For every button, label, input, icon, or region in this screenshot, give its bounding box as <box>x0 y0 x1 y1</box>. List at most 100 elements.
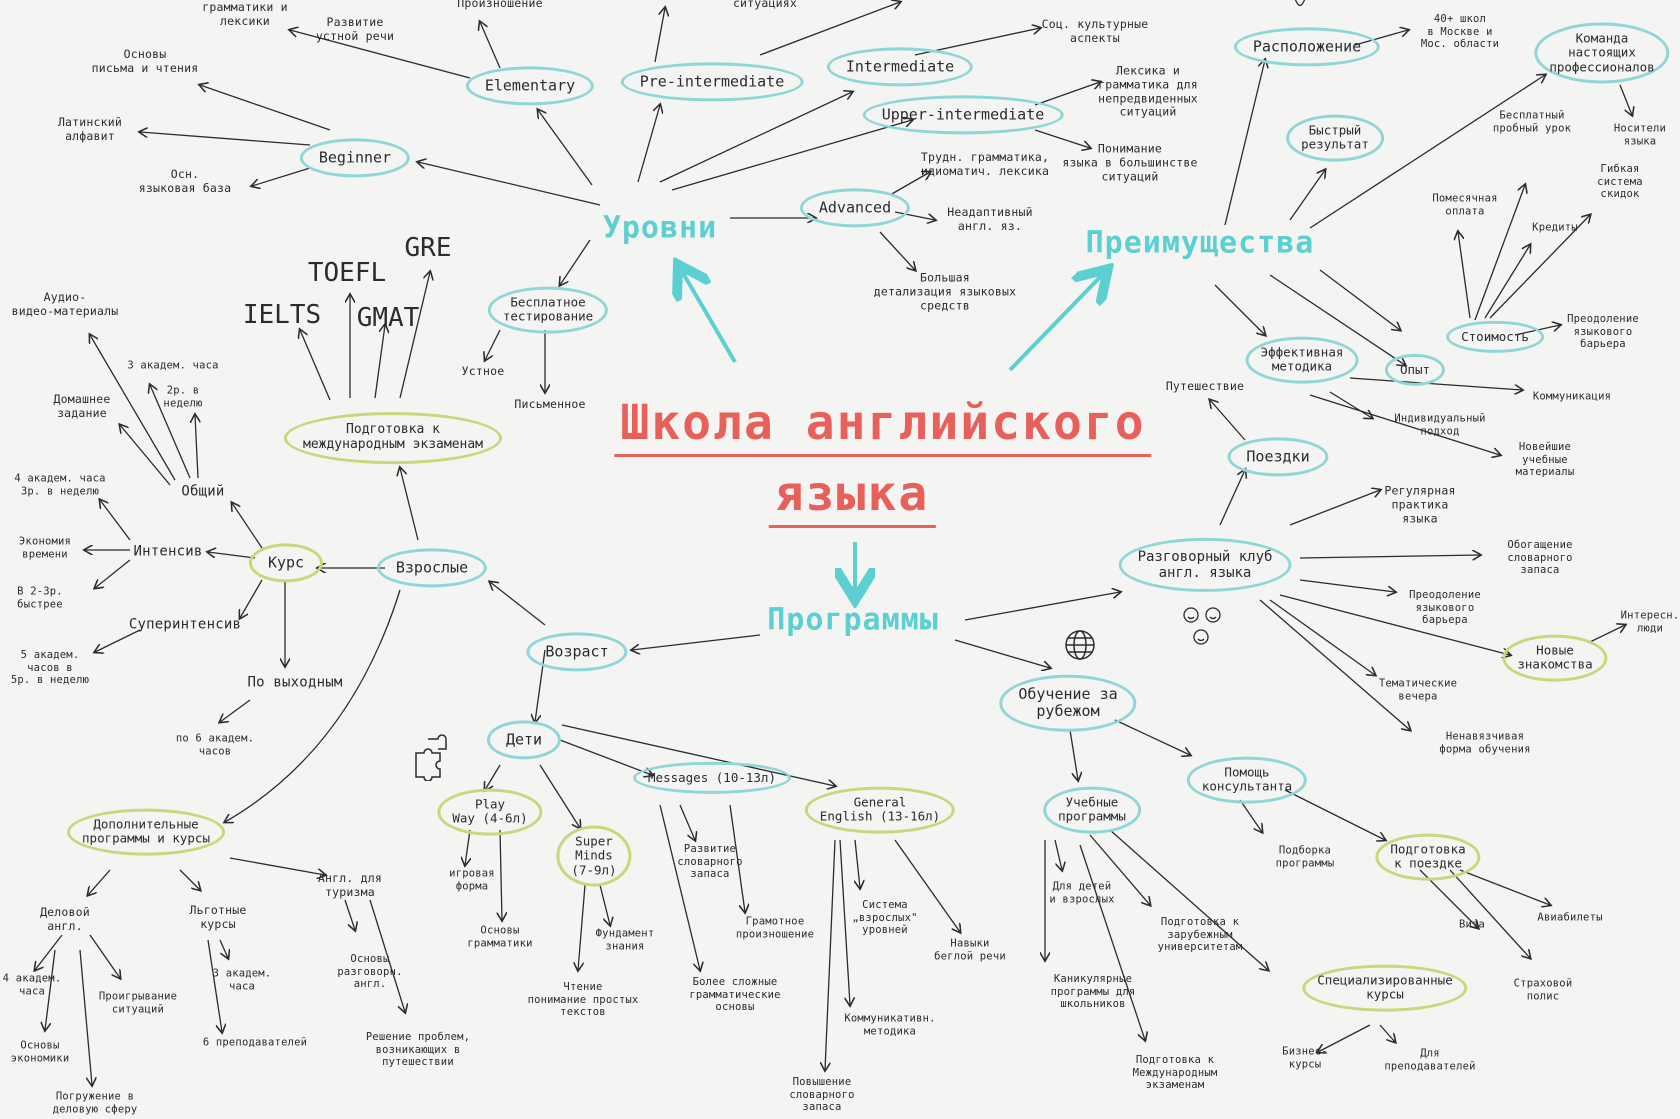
note-complex-grammar: Более сложные грамматические основы <box>689 976 781 1014</box>
note-three-h: 3 академ. часа <box>212 967 272 992</box>
note-homework: Домашнее задание <box>53 392 111 420</box>
note-econ: Основы экономики <box>10 1039 70 1064</box>
note-relaxed: Ненавязчивая форма обучения <box>1439 730 1531 755</box>
note-free-lesson: Бесплатный пробный урок <box>1492 109 1572 134</box>
node-exam-prep: Подготовка к международным экзаменам <box>283 412 503 464</box>
note-university: Подготовка к зарубежным университетам <box>1157 916 1243 954</box>
note-fluent: Навыки беглой речи <box>934 937 1006 962</box>
course-weekends: По выходным <box>247 674 343 691</box>
note-basics-rw: Основы письма и чтения <box>91 47 199 75</box>
note-base: Осн. языковая база <box>138 167 232 195</box>
note-interesting: Интересн. люди <box>1620 609 1680 634</box>
exam-ielts: IELTS <box>242 300 322 330</box>
note-pronunciation: Произношение <box>457 0 543 11</box>
node-course: Курс <box>248 543 324 583</box>
level-intermediate: Intermediate <box>826 47 974 87</box>
note-vacation: Каникулярные программы для школьников <box>1050 973 1136 1011</box>
hub-advantages: Преимущества <box>1085 225 1315 261</box>
node-club: Разговорный клуб англ. языка <box>1118 537 1292 593</box>
node-kids: Дети <box>486 720 562 760</box>
node-extra-programs: Дополнительные программы и курсы <box>67 808 225 856</box>
note-flexible: Гибкая система скидок <box>1597 163 1643 201</box>
note-faster: В 2-3р. быстрее <box>17 585 63 610</box>
note-six-teachers: 6 преподавателей <box>202 1036 308 1049</box>
adv-method: Эффективная методика <box>1245 336 1359 384</box>
note-detail: Большая детализация языковых средств <box>873 270 1017 312</box>
note-barrier2: Преодоление языкового барьера <box>1567 313 1639 351</box>
note-insurance: Страховой полис <box>1513 977 1573 1002</box>
note-vocab-grammar: Лексика и грамматика для непредвиденных … <box>1098 63 1198 119</box>
node-adults: Взрослые <box>376 548 488 588</box>
program-play-way: Play Way (4-6л) <box>437 788 543 836</box>
note-sociocultural: Соц. культурные аспекты <box>1041 17 1149 45</box>
note-conversational: Основы разговорн. англ. <box>337 953 403 991</box>
location-pin-icon <box>1292 0 1308 19</box>
free-test: Бесплатное тестирование <box>487 286 609 334</box>
level-pre-intermediate: Pre-intermediate <box>620 62 804 102</box>
note-twice-week: 2р. в неделю <box>163 384 203 409</box>
program-messages: Messages (10-13л) <box>633 761 791 795</box>
puzzle-icon <box>408 733 456 787</box>
note-five-hours: 5 академ. часов в 5р. в неделю <box>10 649 90 687</box>
note-grammar-basics: Основы грамматики <box>467 924 533 949</box>
node-study-abroad: Обучение за рубежом <box>999 674 1137 732</box>
note-kids-adults: Для детей и взрослых <box>1049 880 1115 905</box>
note-visa: Виза <box>1458 918 1486 931</box>
note-natives: Носители языка <box>1613 122 1667 147</box>
level-elementary: Elementary <box>465 66 595 106</box>
map-title-line2: языка <box>768 466 935 528</box>
note-monthly: Помесячная оплата <box>1432 192 1498 217</box>
node-age: Возраст <box>526 632 628 672</box>
adv-fast: Быстрый результат <box>1286 114 1384 162</box>
note-grammar-vocab: грамматики и лексики <box>202 0 288 28</box>
smiley-icon <box>1179 605 1227 655</box>
note-four-hours: 4 академ. часа 3р. в неделю <box>14 472 106 497</box>
note-intl-exams: Подготовка к Международным экзаменам <box>1132 1054 1218 1092</box>
note-credits: Кредиты <box>1532 221 1578 234</box>
note-program-select: Подборка программы <box>1275 844 1335 869</box>
level-upper-intermediate: Upper-intermediate <box>862 95 1064 135</box>
note-vocab-dev: Развитие словарного запаса <box>677 843 743 881</box>
exam-toefl: TOEFL <box>307 258 387 288</box>
program-super-minds: Super Minds (7-9л) <box>556 825 632 887</box>
course-super-intensive: Суперинтенсив <box>128 616 242 633</box>
note-system: Система „взрослых" уровней <box>852 899 918 937</box>
adv-experience: Опыт <box>1384 353 1446 387</box>
note-themed: Тематические вечера <box>1378 677 1458 702</box>
exam-gmat: GMAT <box>356 303 420 333</box>
extra-business: Деловой англ. <box>40 905 90 933</box>
note-understanding: Понимание языка в большинстве ситуаций <box>1062 141 1198 183</box>
map-title-line1: Школа английского <box>614 395 1152 457</box>
note-communication: Коммуникация <box>1532 390 1612 403</box>
note-enrich: Обогащение словарного запаса <box>1507 539 1573 577</box>
note-problems: Решение проблем, возникающих в путешеств… <box>365 1031 471 1069</box>
note-newest: Новейшие учебные материалы <box>1515 441 1575 479</box>
adv-team: Команда настоящих профессионалов <box>1534 22 1670 84</box>
node-study-programs: Учебные программы <box>1043 786 1141 834</box>
note-pronounce: Грамотное произношение <box>735 915 815 940</box>
note-hard-grammar: Трудн. грамматика, идиоматич. лексика <box>920 150 1050 178</box>
note-three-hours: 3 академ. часа <box>127 359 219 372</box>
program-general-english: General English (13-16л) <box>804 786 956 834</box>
note-written: Письменное <box>514 397 586 412</box>
course-general: Общий <box>181 483 225 500</box>
note-unadapted: Неадаптивный англ. яз. <box>947 205 1033 233</box>
note-reading: Чтение понимание простых текстов <box>527 981 639 1019</box>
note-four-hours-short: 4 академ. часа <box>2 972 62 997</box>
hub-levels: Уровни <box>602 210 718 246</box>
node-trips: Поездки <box>1227 437 1329 477</box>
adv-cost: Стоимость <box>1446 320 1544 354</box>
note-six-hours: по 6 академ. часов <box>175 732 255 757</box>
note-playing: Проигрывание ситуаций <box>98 990 178 1015</box>
level-advanced: Advanced <box>799 188 911 228</box>
node-consultant: Помощь консультанта <box>1186 756 1308 804</box>
note-oral: Устное <box>461 364 505 379</box>
note-tickets: Авиабилеты <box>1537 911 1603 924</box>
node-trip-prep: Подготовка к поездке <box>1375 833 1481 881</box>
note-situations: ситуациях <box>732 0 798 11</box>
note-barrier: Преодоление языкового барьера <box>1409 589 1481 627</box>
note-vocab-up: Повышение словарного запаса <box>789 1076 855 1114</box>
extra-tourism: Англ. для туризма <box>317 871 383 899</box>
hub-programs: Программы <box>767 602 939 638</box>
